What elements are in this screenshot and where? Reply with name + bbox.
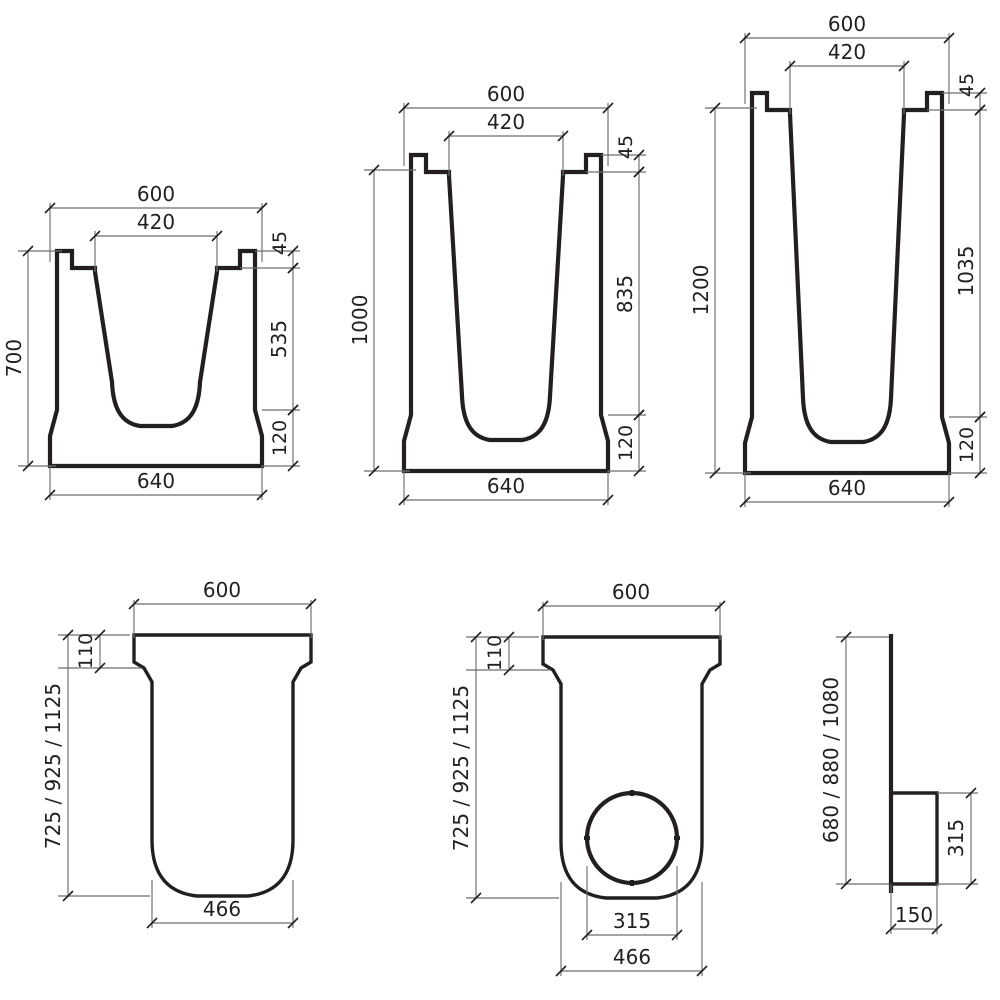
- dim-label-120: 120: [956, 427, 978, 463]
- dim-label-1000: 1000: [348, 295, 372, 346]
- dim-label-45: 45: [269, 231, 291, 255]
- dim-label-overall-height: 725 / 925 / 1125: [449, 685, 473, 851]
- dim-label-315: 315: [613, 909, 651, 933]
- dim-label-45: 45: [615, 135, 637, 159]
- dim-label-466: 466: [203, 897, 241, 921]
- dim-label-420: 420: [137, 210, 175, 234]
- dim-label-315: 315: [944, 819, 968, 857]
- dim-label-420: 420: [828, 40, 866, 64]
- dim-label-overall-height: 725 / 925 / 1125: [41, 683, 65, 849]
- dim-label-1035: 1035: [954, 246, 978, 297]
- dim-label-835: 835: [613, 275, 637, 313]
- dim-label-120: 120: [269, 420, 291, 456]
- sump-outlet-outline: [541, 635, 722, 900]
- dim-label-600: 600: [612, 580, 650, 604]
- sump-body-outline: [132, 633, 313, 898]
- view-channel-section-1000: 600 420 45 835 120 1000: [348, 82, 646, 506]
- channel-1200-outline: [742, 90, 952, 476]
- dim-label-overall-height: 680 / 880 / 1080: [819, 677, 843, 843]
- dim-label-535: 535: [267, 320, 291, 358]
- dim-label-420: 420: [487, 110, 525, 134]
- dim-label-1200: 1200: [689, 265, 713, 316]
- outlet-rectangle: [891, 791, 939, 886]
- dim-label-110: 110: [75, 633, 97, 669]
- dim-label-150: 150: [895, 903, 933, 927]
- dim-label-640: 640: [487, 474, 525, 498]
- dim-label-600: 600: [137, 182, 175, 206]
- channel-1000-outline: [401, 152, 611, 474]
- dim-label-640: 640: [828, 476, 866, 500]
- dim-label-600: 600: [828, 12, 866, 36]
- dim-label-466: 466: [613, 945, 651, 969]
- dim-label-110: 110: [484, 635, 506, 671]
- channel-700-outline: [47, 248, 265, 469]
- dim-label-600: 600: [203, 578, 241, 602]
- outlet-pipe-circle: [584, 790, 680, 886]
- dim-label-120: 120: [615, 425, 637, 461]
- view-channel-section-700: 600 420 45 535 120 700: [2, 182, 300, 501]
- view-sump-body-with-outlet: 600 110 725 / 925 / 1125 315 466: [449, 580, 726, 977]
- dim-label-700: 700: [2, 339, 26, 377]
- view-outlet-side-elevation: 680 / 880 / 1080 315 150: [819, 631, 978, 935]
- view-sump-body: 600 110 725 / 925 / 1125 466: [41, 578, 317, 929]
- dim-label-640: 640: [137, 469, 175, 493]
- dim-label-45: 45: [956, 73, 978, 97]
- view-channel-section-1200: 600 420 45 1035 120 1200: [689, 12, 987, 508]
- dim-label-600: 600: [487, 82, 525, 106]
